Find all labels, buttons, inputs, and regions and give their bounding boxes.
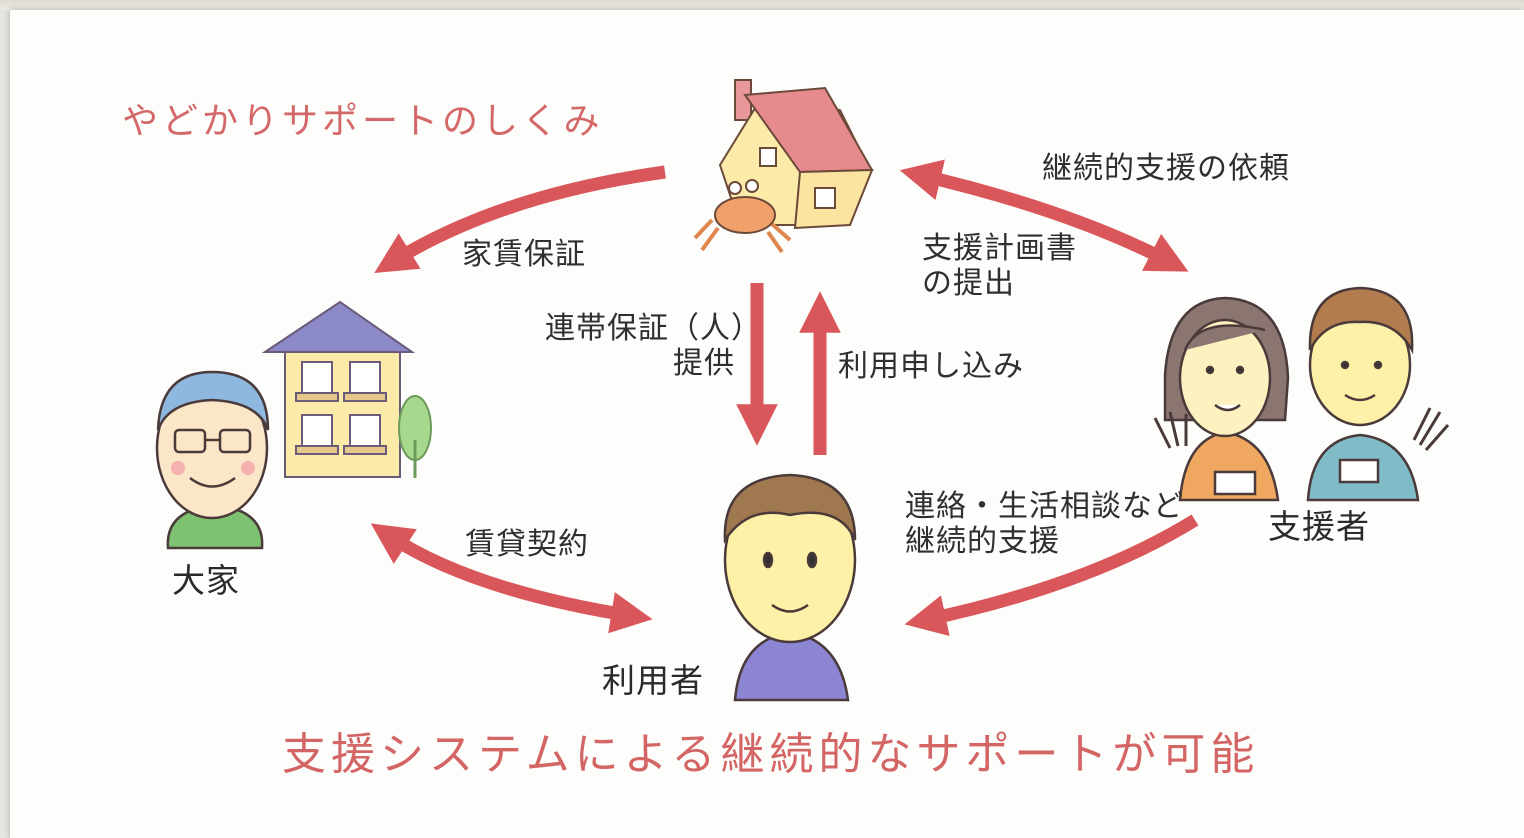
label-lease-contract: 賃貸契約 — [465, 527, 589, 562]
label-plan-submission-line1: 支援計画書 — [922, 231, 1077, 266]
label-joint-guarantee: 連帯保証（人） 提供 — [545, 311, 762, 381]
label-contact-support: 連絡・生活相談など 継続的支援 — [905, 489, 1184, 559]
arrow-support-request — [899, 159, 1189, 272]
actor-landlord-label: 大家 — [172, 561, 240, 600]
label-contact-support-line1: 連絡・生活相談など — [905, 489, 1184, 524]
label-plan-submission-line2: の提出 — [922, 265, 1015, 301]
supporter-man-icon — [1306, 286, 1450, 502]
supporter-woman-icon — [1153, 296, 1290, 502]
landlord-person-icon — [155, 370, 270, 550]
label-contact-support-line2: 継続的支援 — [905, 523, 1060, 559]
apartment-building-icon — [261, 300, 432, 478]
label-rent-guarantee: 家賃保証 — [462, 237, 586, 272]
actor-supporters-label: 支援者 — [1268, 507, 1370, 546]
user-person-icon — [723, 473, 857, 702]
diagram-tagline: 支援システムによる継続的なサポートが可能 — [282, 729, 1260, 780]
scan-top-edge — [0, 0, 1524, 10]
diagram-title: やどかりサポートのしくみ — [122, 101, 604, 142]
arrow-contact-support — [904, 514, 1199, 637]
label-application: 利用申し込み — [838, 349, 1024, 384]
label-support-request: 継続的支援の依頼 — [1042, 151, 1290, 186]
house-with-hermit-crab-icon — [693, 79, 874, 254]
arrow-rent-guarantee — [374, 165, 666, 273]
arrow-lease-contract — [370, 523, 653, 634]
label-plan-submission: 支援計画書 の提出 — [922, 231, 1077, 301]
actor-user-label: 利用者 — [602, 661, 704, 700]
label-joint-guarantee-line1: 連帯保証（人） — [545, 311, 762, 346]
label-joint-guarantee-line2: 提供 — [673, 345, 735, 381]
